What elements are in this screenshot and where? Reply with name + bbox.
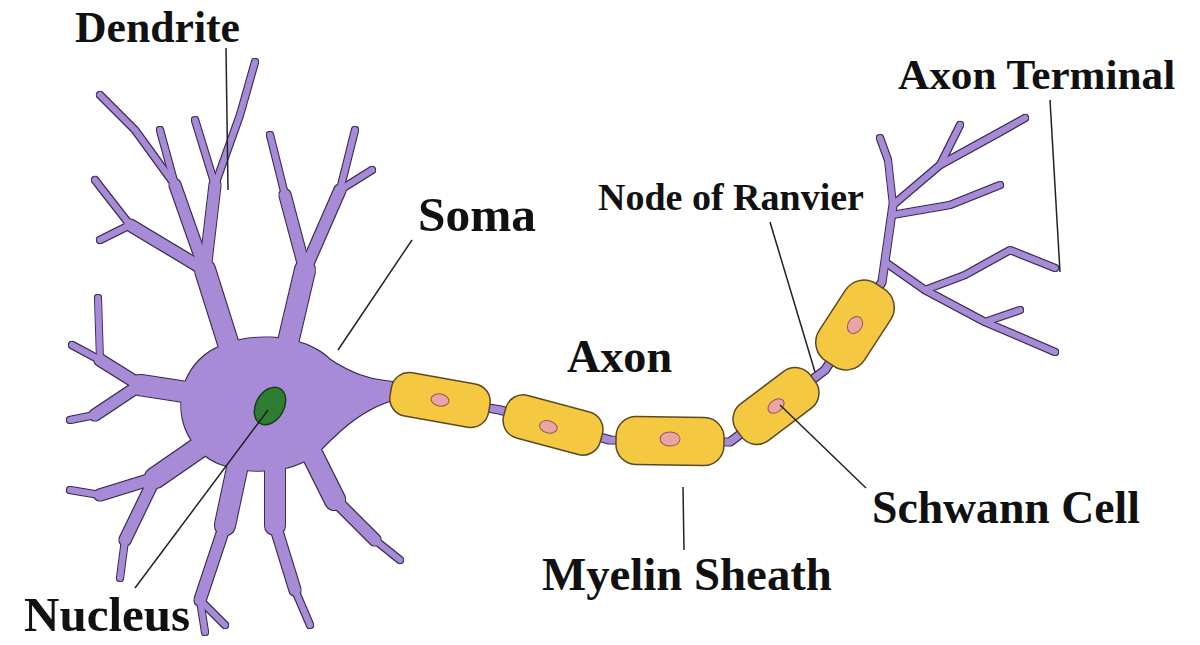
part-label: Nucleus xyxy=(24,587,190,643)
part-label: Axon Terminal xyxy=(898,50,1175,100)
part-label: Soma xyxy=(418,187,536,244)
myelin-segments xyxy=(387,272,903,466)
axon-terminal-branches xyxy=(880,118,1055,352)
dendrite-trunks xyxy=(140,270,335,525)
neuron-body xyxy=(70,62,1055,632)
dendrite-tips xyxy=(70,62,400,632)
part-label: Schwann Cell xyxy=(872,482,1140,535)
nucleus-shape xyxy=(248,382,292,431)
dendrite-branches xyxy=(95,185,375,600)
part-label: Axon xyxy=(567,330,672,383)
part-label: Dendrite xyxy=(75,2,240,52)
part-label: Node of Ranvier xyxy=(598,176,864,220)
part-label: Myelin Sheath xyxy=(542,548,832,602)
